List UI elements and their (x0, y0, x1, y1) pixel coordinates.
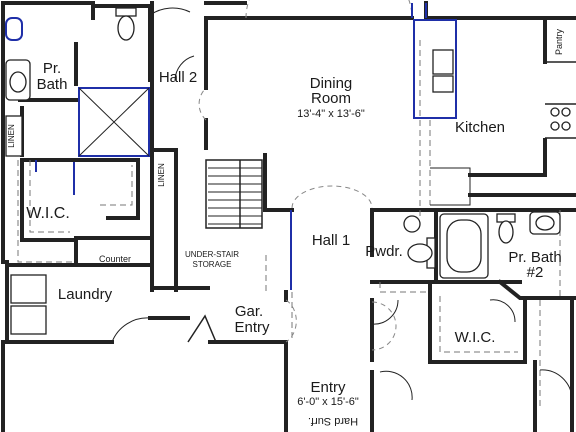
accent-elements (5, 3, 457, 290)
entry-floor: Hard Surf. (308, 415, 358, 427)
laundry-door (111, 317, 151, 343)
counter-dash (17, 150, 76, 263)
toilet-bowl-2 (498, 220, 514, 244)
wic-right-label: W.I.C. (455, 329, 496, 346)
dining-dims: 13'-4" x 13'-6" (297, 108, 365, 120)
stair (205, 159, 263, 229)
under-stair-label-line1: UNDER-STAIR (185, 250, 239, 259)
pr-bath2-label-line2: #2 (527, 264, 544, 281)
entry-label: Entry (310, 379, 346, 396)
room-labels: Pr. Bath LINEN W.I.C. Hall 2 LINEN Dinin… (7, 28, 564, 427)
fixtures (5, 7, 571, 335)
linen-left-box (5, 115, 23, 157)
door-swings (111, 0, 573, 401)
pwdr-label: Pwdr. (365, 243, 403, 260)
lav-left-basin (9, 71, 27, 93)
hall2-door-leaf (174, 55, 195, 81)
wic-right-dash (439, 296, 518, 353)
wic-right-door (489, 299, 516, 323)
window-top-right (411, 3, 427, 18)
hall1-arch (291, 185, 373, 209)
dining-arch-top (245, 0, 413, 19)
hall1-label: Hall 1 (312, 232, 350, 249)
right-exterior-door (539, 369, 573, 401)
wall-linen-box (150, 148, 178, 292)
range (550, 107, 571, 131)
lav-right-basin (535, 215, 555, 231)
toilet-tank-1 (115, 7, 137, 17)
kitchen-sink-1 (432, 49, 454, 75)
kitchen-label: Kitchen (455, 119, 505, 136)
laundry-label: Laundry (58, 286, 113, 303)
bathtub-inner (446, 219, 482, 273)
wall-prbath2-bottom (497, 279, 576, 300)
pwdr-door (371, 299, 399, 325)
shower (78, 87, 150, 157)
hall2-door (198, 87, 207, 121)
pwdr-lav (403, 215, 421, 233)
kitchen-sink-2 (432, 75, 454, 93)
pr-bath2-label-line1: Pr. Bath (508, 249, 561, 266)
dryer (10, 305, 47, 335)
wall-wic-right (106, 158, 140, 220)
closet-shelf-dash (100, 165, 133, 206)
gar-entry-label-line1: Gar. (235, 303, 263, 320)
gar-entry-label-line2: Entry (234, 319, 270, 336)
kitchen-island (430, 167, 471, 206)
pr-bath-door (149, 7, 191, 16)
wic-left-label: W.I.C. (26, 205, 70, 222)
wic-dash (29, 160, 70, 233)
pr-bath-label-line2: Bath (37, 76, 68, 93)
kitchen-sink-counter (413, 19, 457, 119)
hall2-label: Hall 2 (159, 69, 197, 86)
gar-entry-door (285, 299, 297, 343)
pwdr-dash (379, 282, 430, 293)
lav-left (5, 17, 23, 41)
wall-wic-left (20, 158, 78, 264)
pwdr-toilet-bowl (407, 243, 433, 263)
garage-door-leaf (187, 314, 217, 343)
entry-closet-door (371, 301, 397, 351)
entry-dims: 6'-0" x 15'-6" (297, 396, 359, 408)
under-stair-label-line2: STORAGE (193, 260, 232, 269)
pr-bath-label-line1: Pr. (43, 60, 61, 77)
counter-label: Counter (99, 254, 131, 264)
guides (17, 40, 576, 410)
toilet-bowl-1 (117, 15, 135, 41)
entry-front-door (379, 370, 413, 401)
dining-label-line2: Room (311, 90, 351, 107)
dining-label-line1: Dining (310, 75, 353, 92)
linen-left-label: LINEN (7, 124, 16, 148)
pantry-label: Pantry (554, 28, 564, 55)
linen-center-label: LINEN (157, 163, 166, 187)
washer (10, 274, 47, 304)
window-left-wall (35, 160, 75, 195)
